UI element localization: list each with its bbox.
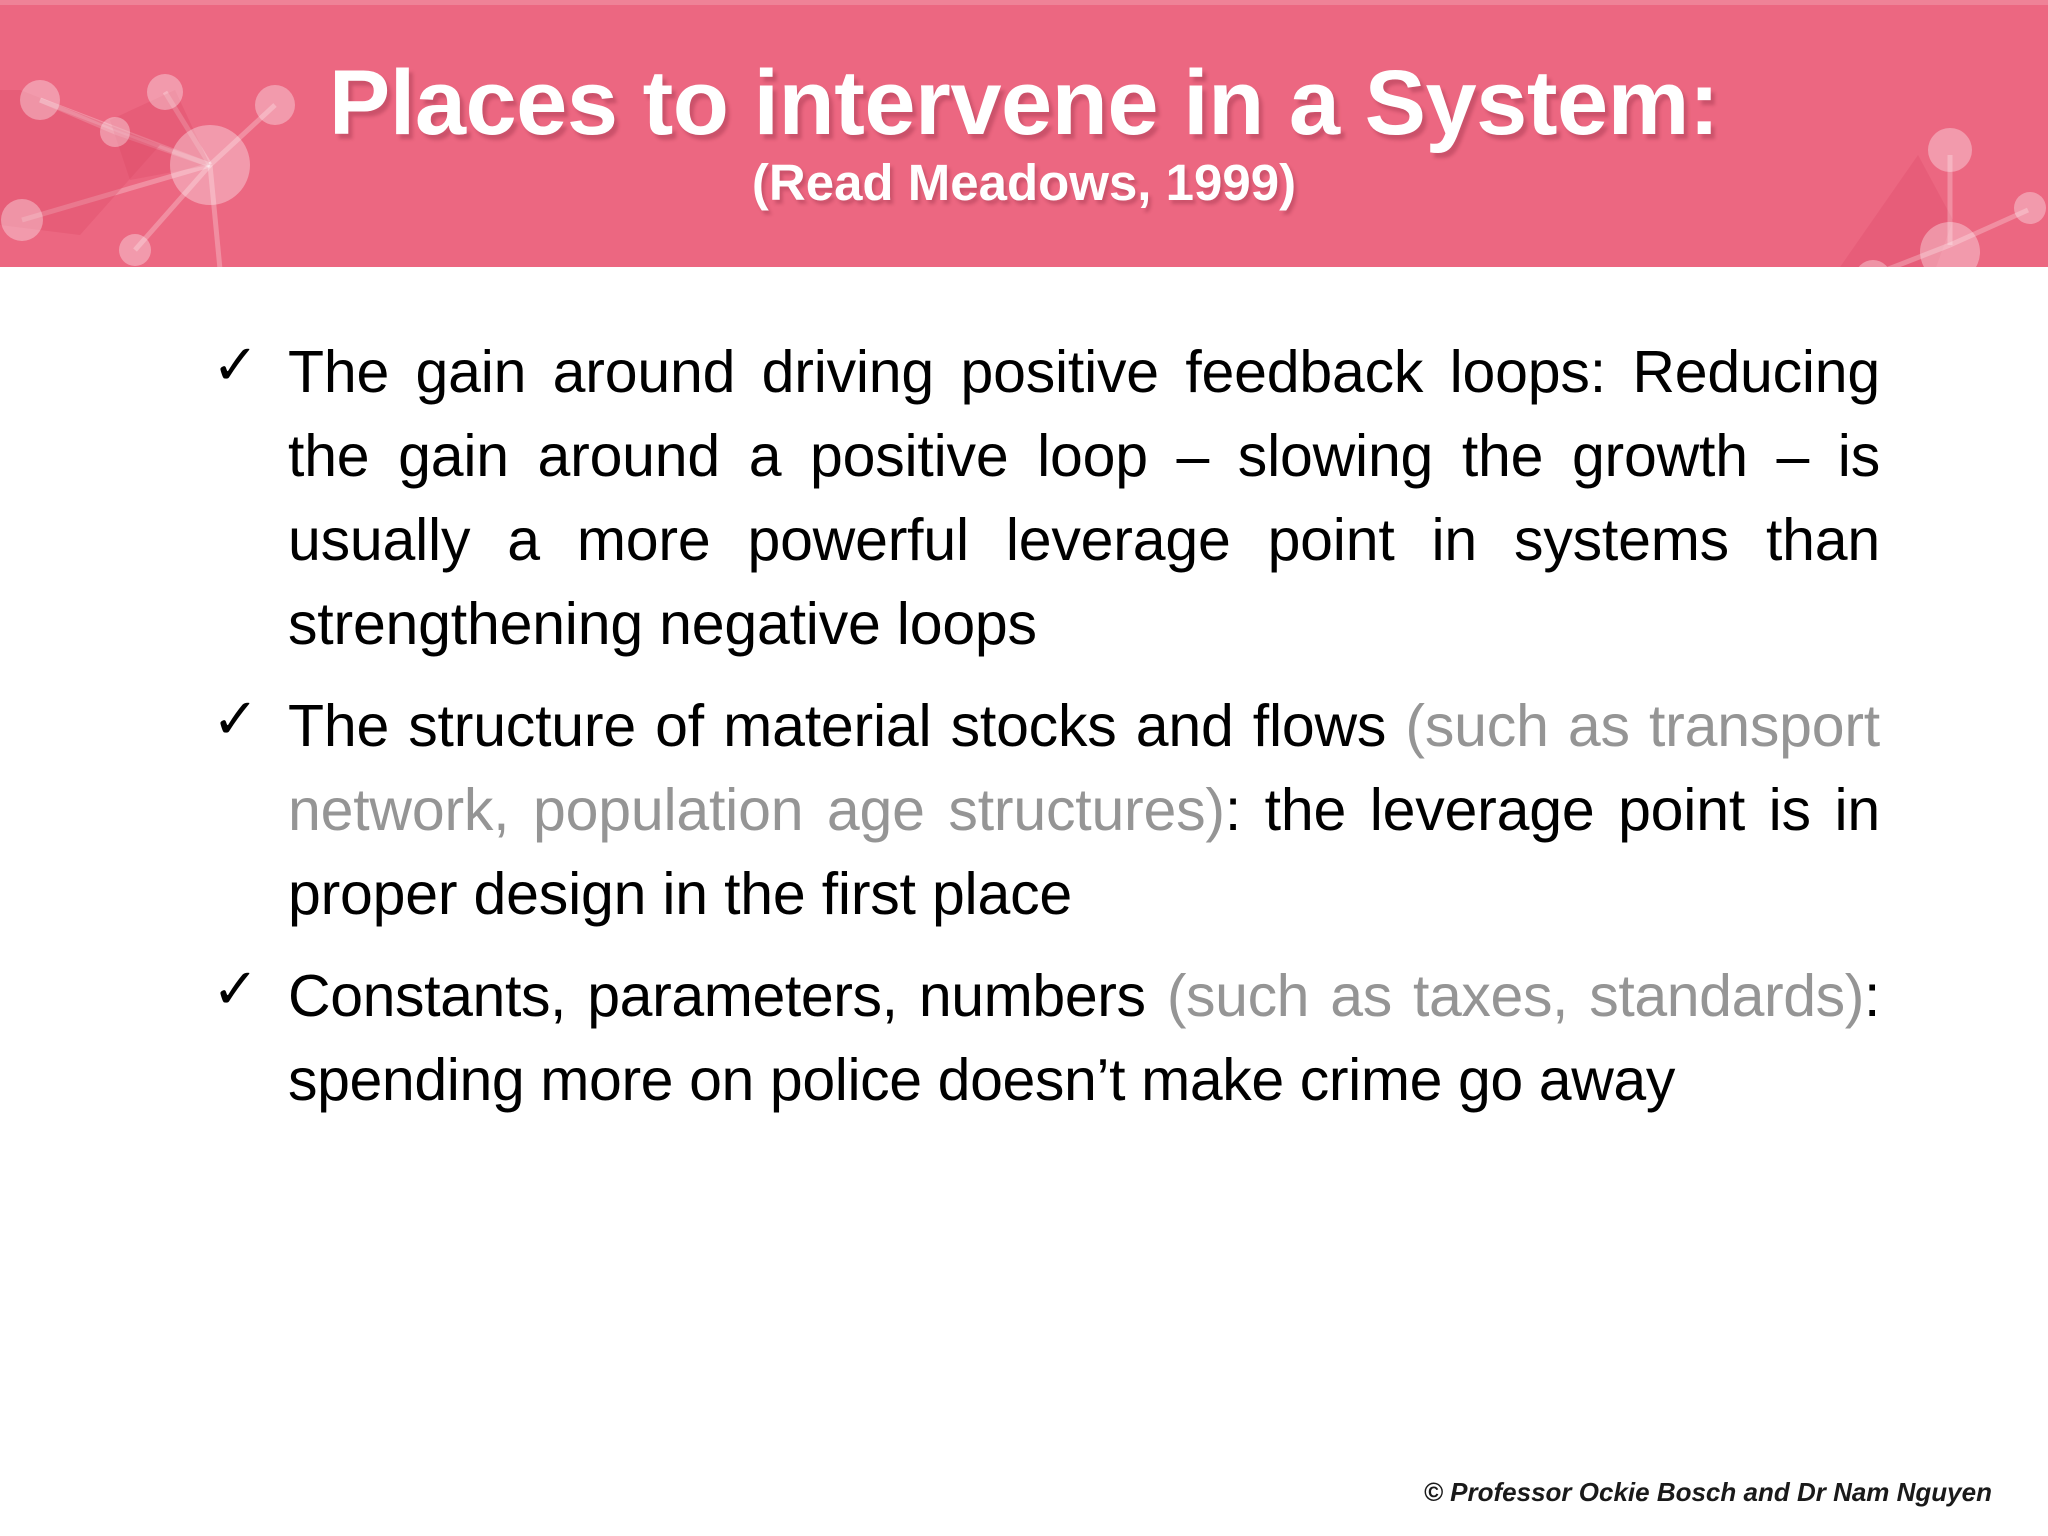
header-text-block: Places to intervene in a System: (Read M…	[0, 0, 2048, 267]
bullet-segment: The structure of material stocks and flo…	[288, 693, 1406, 759]
bullet-segment: : spending more on police doesn’t make c…	[288, 963, 1880, 1113]
bullet-segment-muted: (such as taxes, standards)	[1166, 963, 1865, 1029]
checkmark-icon: ✓	[212, 687, 259, 752]
header-band: Places to intervene in a System: (Read M…	[0, 0, 2048, 267]
bullet-list: ✓ The gain around driving positive feedb…	[212, 330, 1880, 1122]
list-item-constants-parameters-numbers: ✓ Constants, parameters, numbers (such a…	[212, 954, 1880, 1122]
bullet-segment: The gain around driving positive feedbac…	[288, 339, 1880, 657]
slide-subtitle: (Read Meadows, 1999)	[751, 154, 1297, 212]
list-item-structure-material-stocks-flows: ✓ The structure of material stocks and f…	[212, 684, 1880, 936]
bullet-segment-muted: (such as transport network, population a…	[288, 693, 1880, 843]
checkmark-icon: ✓	[212, 333, 259, 398]
bullet-segment: : the leverage point is in proper design…	[288, 777, 1880, 927]
list-item-gain-positive-feedback-loops: ✓ The gain around driving positive feedb…	[212, 330, 1880, 666]
footer-copyright: © Professor Ockie Bosch and Dr Nam Nguye…	[1423, 1476, 1992, 1507]
bullet-text: Constants, parameters, numbers (such as …	[288, 954, 1880, 1122]
slide-title: Places to intervene in a System:	[328, 51, 1720, 154]
bullet-text: The gain around driving positive feedbac…	[288, 330, 1880, 666]
bullet-text: The structure of material stocks and flo…	[288, 684, 1880, 936]
bullet-segment: Constants, parameters, numbers	[288, 963, 1167, 1029]
checkmark-icon: ✓	[212, 957, 259, 1022]
